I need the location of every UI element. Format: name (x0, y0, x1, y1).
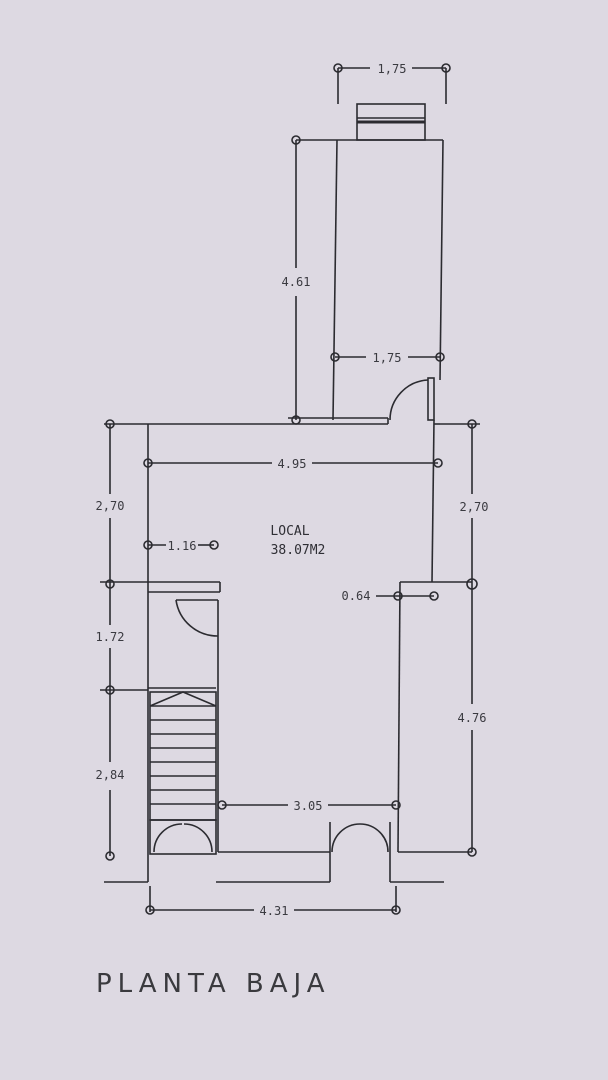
dim-front-inner (217, 800, 401, 810)
label-hall-width: 1.16 (168, 539, 197, 553)
label-left-lower: 2,84 (96, 768, 125, 782)
room-name: LOCAL (270, 524, 309, 539)
dim-hall-width (143, 540, 219, 550)
label-left-mid: 1.72 (96, 630, 125, 644)
label-right-offset: 0.64 (342, 589, 371, 603)
dim-left-column (100, 419, 148, 861)
label-upper-height: 4.61 (282, 275, 311, 289)
dim-right-column (440, 419, 480, 857)
label-right-lower: 4.76 (458, 711, 487, 725)
dim-mid-width (330, 352, 445, 362)
dim-top-width (333, 63, 451, 104)
label-front-inner: 3.05 (294, 799, 323, 813)
stairs (149, 691, 217, 821)
room-area: 38.07M2 (271, 543, 326, 558)
label-mid-width: 1,75 (373, 351, 402, 365)
hall-door (175, 599, 219, 637)
plan-title: PLANTA BAJA (96, 969, 331, 999)
dim-front-total (145, 886, 401, 915)
label-main-width: 4.95 (278, 457, 307, 471)
front-door-right (331, 823, 389, 853)
dim-main-width (143, 458, 443, 468)
upper-door (288, 377, 435, 425)
upper-annex-walls (332, 103, 444, 421)
label-right-upper: 2,70 (460, 500, 489, 514)
label-top-width: 1,75 (378, 62, 407, 76)
label-front-total: 4.31 (260, 904, 289, 918)
label-left-upper: 2,70 (96, 499, 125, 513)
main-walls (104, 419, 472, 883)
front-door-left (149, 819, 217, 855)
dim-right-offset (376, 591, 439, 601)
